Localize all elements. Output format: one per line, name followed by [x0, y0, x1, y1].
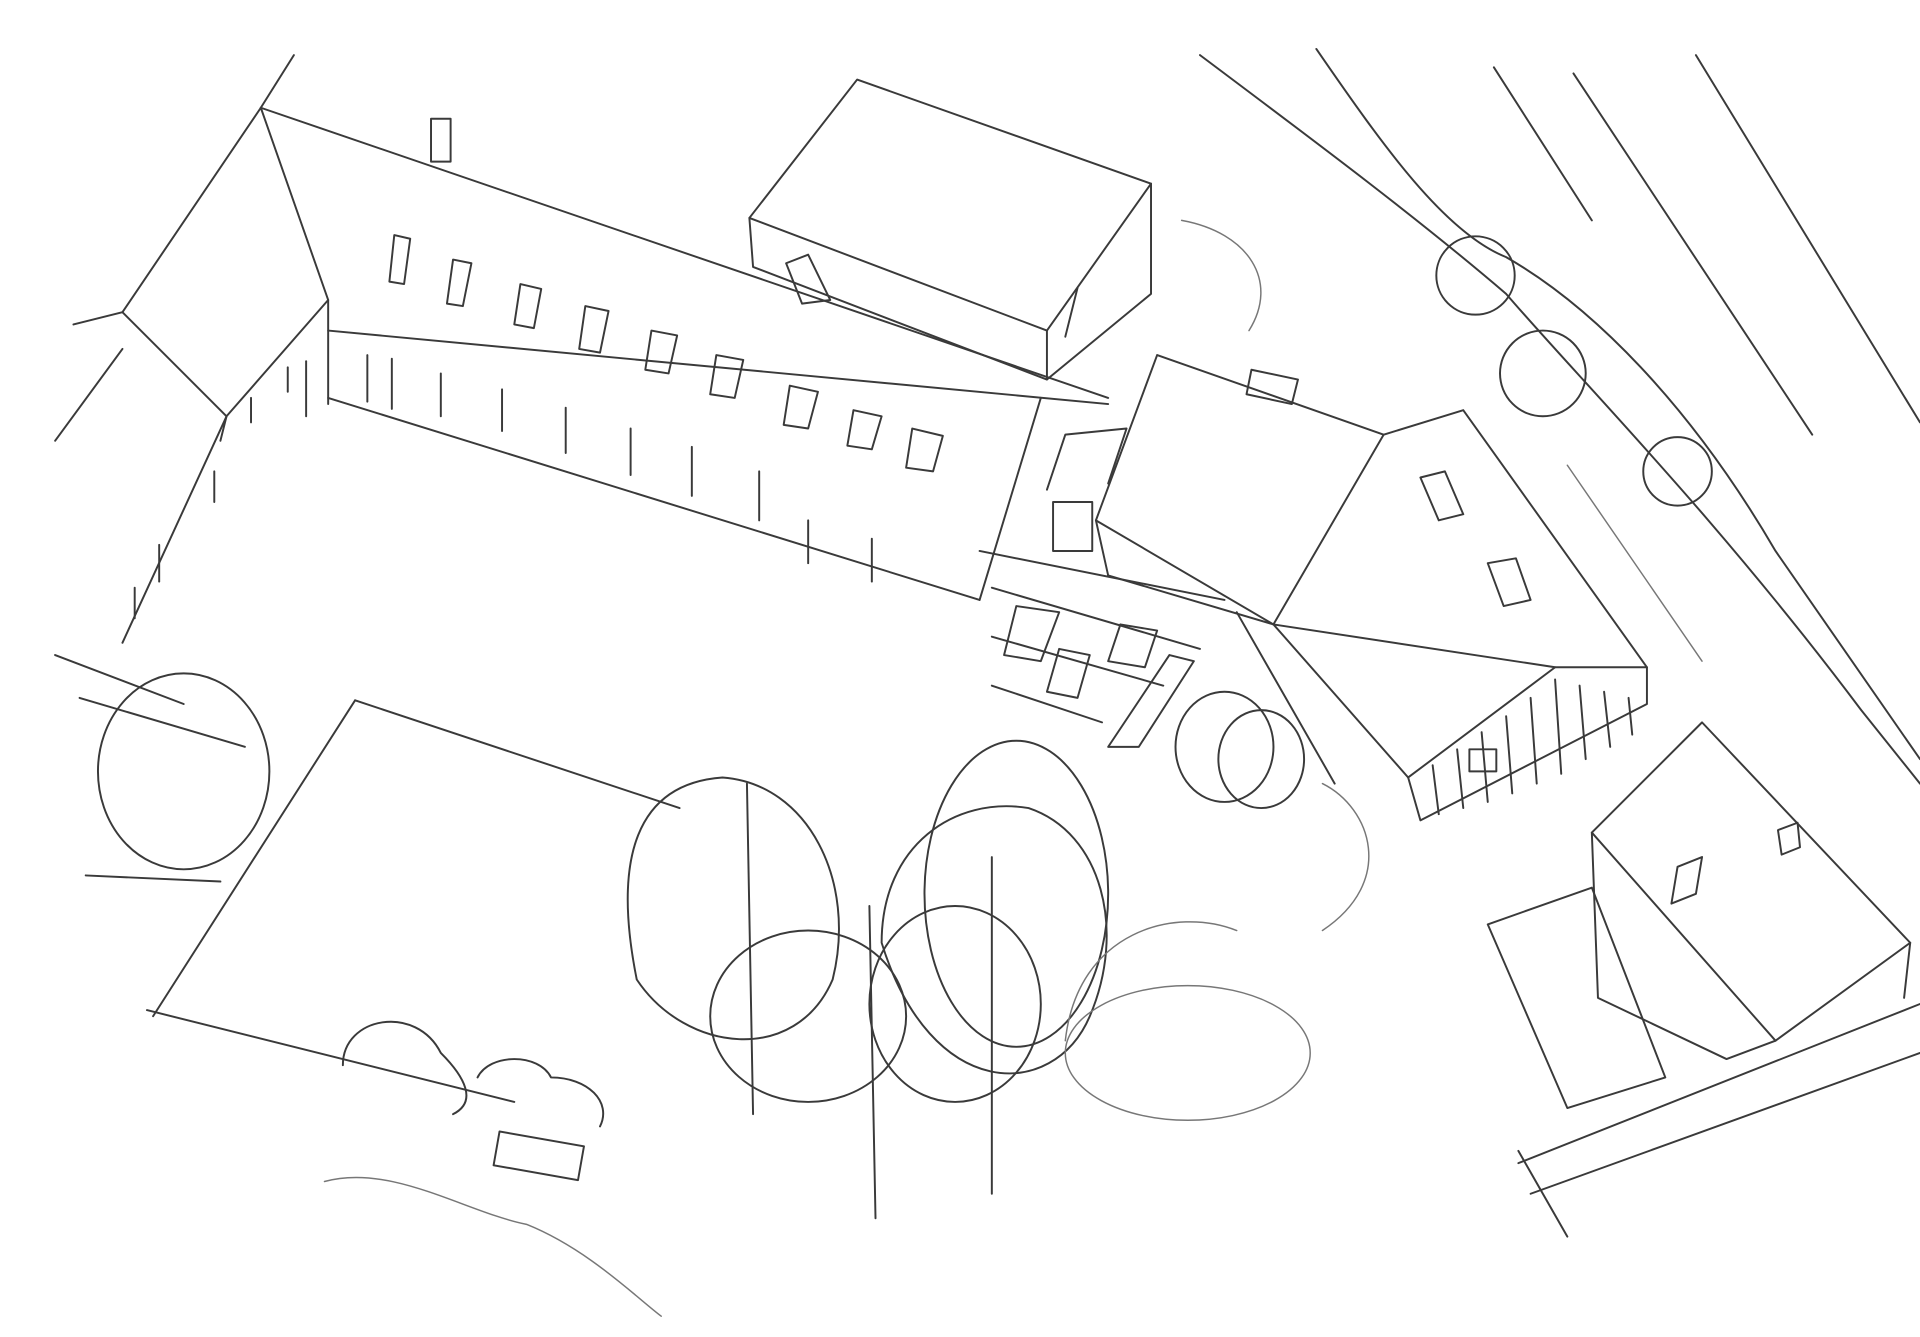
trees	[96, 235, 1713, 1220]
road	[323, 47, 1920, 1317]
upper-box-building	[748, 78, 1152, 381]
main-long-building	[54, 54, 1110, 644]
right-small-house	[1486, 721, 1920, 1238]
bottom-flat-field	[54, 654, 681, 1103]
roof-windows	[388, 234, 944, 473]
terrace	[978, 549, 1336, 785]
gable-hatching	[1431, 678, 1634, 816]
middle-building	[1045, 354, 1648, 822]
wall-windows	[133, 354, 873, 620]
